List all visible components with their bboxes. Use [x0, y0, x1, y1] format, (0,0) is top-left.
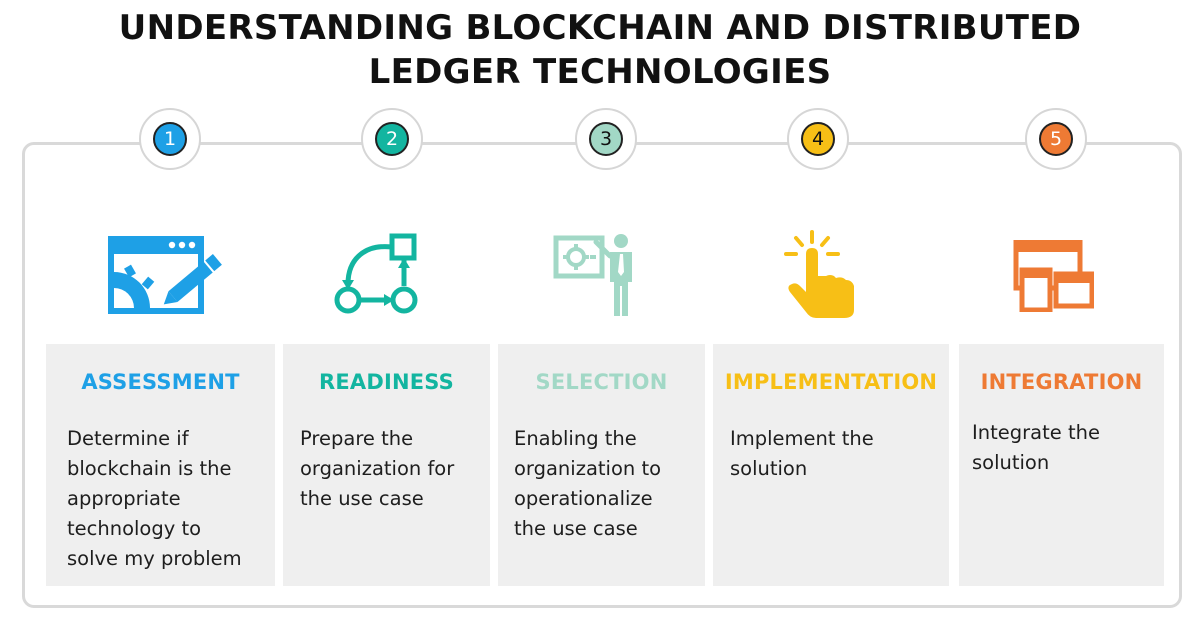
- step-5-ring: 5: [1025, 108, 1087, 170]
- step-1-heading: ASSESSMENT: [81, 370, 240, 394]
- step-2-card: READINESS Prepare the organization for t…: [283, 344, 490, 586]
- step-3-number: 3: [589, 122, 623, 156]
- step-5-line: solution: [972, 451, 1050, 474]
- step-4-ring: 4: [787, 108, 849, 170]
- step-4-line: Implement the: [730, 427, 874, 450]
- step-1-number: 1: [153, 122, 187, 156]
- step-1-line: appropriate: [67, 487, 181, 510]
- step-3-line: organization to: [514, 457, 662, 480]
- step-1-line: blockchain is the: [67, 457, 232, 480]
- step-1-card: ASSESSMENT Determine if blockchain is th…: [46, 344, 275, 586]
- presenter-board-icon: [553, 234, 632, 316]
- step-1-line: Determine if: [67, 427, 189, 450]
- step-4-line: solution: [730, 457, 808, 480]
- step-4-description: Implement the solution: [730, 424, 874, 484]
- title-line-1: UNDERSTANDING BLOCKCHAIN AND DISTRIBUTED: [118, 8, 1082, 48]
- step-1-line: solve my problem: [67, 547, 242, 570]
- step-2-number: 2: [375, 122, 409, 156]
- step-1-description: Determine if blockchain is the appropria…: [67, 424, 242, 574]
- step-2-ring: 2: [361, 108, 423, 170]
- browser-settings-pencil-icon: [108, 236, 222, 314]
- step-2-description: Prepare the organization for the use cas…: [300, 424, 454, 514]
- tap-hand-icon: [784, 230, 854, 318]
- step-5-line: Integrate the: [972, 421, 1100, 444]
- page-title: UNDERSTANDING BLOCKCHAIN AND DISTRIBUTED…: [0, 6, 1200, 94]
- multi-device-icon: [1013, 240, 1094, 312]
- step-2-line: the use case: [300, 487, 424, 510]
- step-3-card: SELECTION Enabling the organization to o…: [498, 344, 705, 586]
- step-3-ring: 3: [575, 108, 637, 170]
- step-3-heading: SELECTION: [535, 370, 668, 394]
- step-3-line: the use case: [514, 517, 638, 540]
- step-1-line: technology to: [67, 517, 202, 540]
- step-2-line: Prepare the: [300, 427, 414, 450]
- step-5-description: Integrate the solution: [972, 418, 1100, 478]
- step-3-line: Enabling the: [514, 427, 637, 450]
- step-4-heading: IMPLEMENTATION: [724, 370, 938, 394]
- step-5-heading: INTEGRATION: [980, 370, 1143, 394]
- step-5-number: 5: [1039, 122, 1073, 156]
- step-2-line: organization for: [300, 457, 455, 480]
- step-2-heading: READINESS: [318, 370, 455, 394]
- step-4-card: IMPLEMENTATION Implement the solution: [713, 344, 949, 586]
- workflow-diagram-icon: [334, 233, 418, 314]
- step-5-card: INTEGRATION Integrate the solution: [959, 344, 1164, 586]
- step-4-number: 4: [801, 122, 835, 156]
- step-3-line: operationalize: [514, 487, 653, 510]
- title-line-2: LEDGER TECHNOLOGIES: [368, 52, 832, 92]
- step-3-description: Enabling the organization to operational…: [514, 424, 661, 544]
- step-1-ring: 1: [139, 108, 201, 170]
